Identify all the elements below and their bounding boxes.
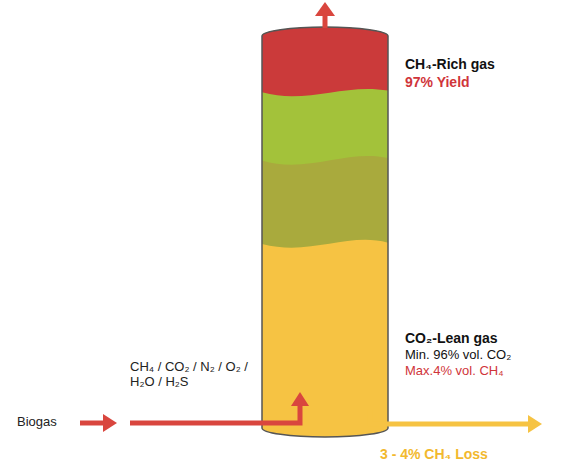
purity-note: Max.4% vol. CH₄ [405, 364, 504, 379]
feed-label: Biogas [17, 415, 57, 430]
composition-label: CH₄ / CO₂ / N₂ / O₂ / H₂O / H₂S [130, 360, 248, 390]
loss-label: 3 - 4% CH₄ Loss [380, 446, 488, 462]
yield-value: 97% Yield [405, 74, 470, 90]
purity-note: Min. 96% vol. CO₂ [405, 348, 511, 363]
stream-label: CH₄-Rich gas [405, 56, 495, 72]
stream-label: CO₂-Lean gas [405, 330, 498, 346]
